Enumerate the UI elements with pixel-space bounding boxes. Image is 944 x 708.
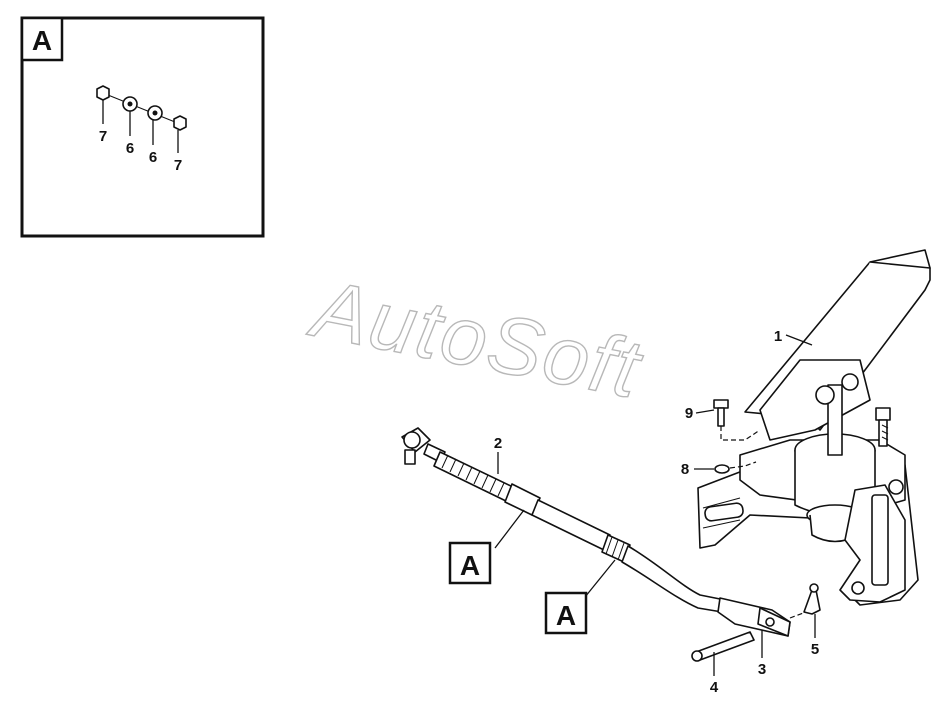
nut-7-left — [96, 85, 110, 101]
watermark: AutoSoft — [301, 262, 650, 417]
callout-2: 2 — [494, 435, 502, 452]
callout-7a: 7 — [99, 128, 107, 145]
leader-lines — [494, 334, 816, 676]
callout-6a: 6 — [126, 140, 134, 157]
washer-8 — [714, 461, 757, 474]
callout-4: 4 — [710, 679, 719, 696]
callout-5: 5 — [811, 641, 819, 658]
callout-1: 1 — [774, 328, 782, 345]
nut-7-right — [173, 115, 187, 131]
svg-text:A: A — [460, 550, 480, 581]
section-ref-a-1: A — [448, 541, 492, 585]
pedal-plate — [744, 249, 931, 456]
callout-6b: 6 — [149, 149, 157, 166]
pedal-bracket — [697, 407, 919, 606]
section-ref-a-2: A — [544, 591, 588, 635]
throttle-cable — [401, 427, 821, 662]
svg-text:A: A — [556, 600, 576, 631]
detail-view-title: A — [32, 25, 52, 56]
nut-washer-stack — [96, 85, 187, 153]
callout-8: 8 — [681, 461, 689, 478]
callout-7b: 7 — [174, 157, 182, 174]
detail-view-a: A 7 6 6 7 — [20, 16, 265, 238]
callout-3: 3 — [758, 661, 766, 678]
bolt-9 — [713, 399, 761, 441]
callout-9: 9 — [685, 405, 693, 422]
svg-text:AutoSoft: AutoSoft — [302, 262, 650, 416]
